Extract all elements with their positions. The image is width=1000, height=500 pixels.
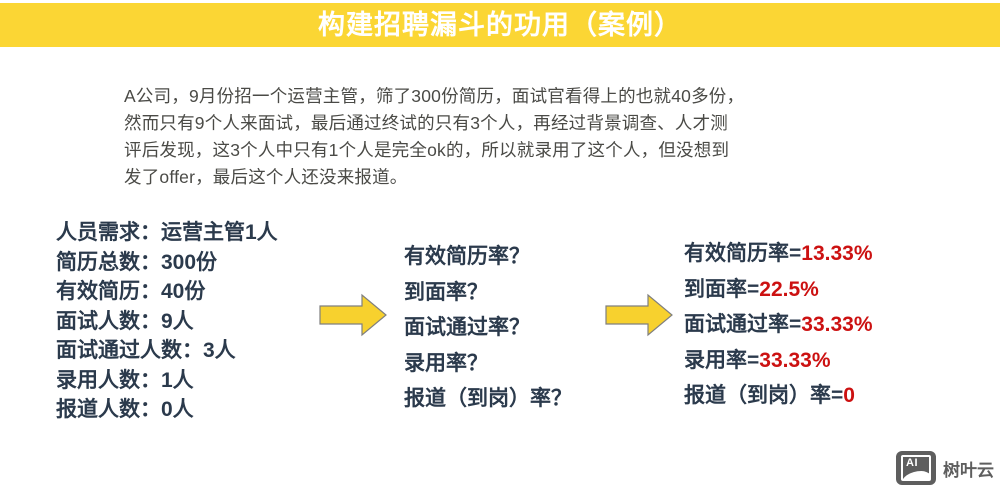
intro-line: 评后发现，这3个人中只有1个人是完全ok的，所以就录用了这个人，但没想到 (124, 140, 730, 160)
list-item: 录用人数：1人 (56, 368, 194, 392)
answer-value: 33.33% (801, 313, 873, 336)
list-item: 有效简历率？ (404, 245, 530, 268)
ai-image-icon-frame: AI (901, 455, 931, 481)
list-item: 面试人数：9人 (56, 309, 194, 333)
intro-line: 发了offer，最后这个人还没来报道。 (124, 167, 408, 187)
list-item: 人员需求：运营主管1人 (56, 221, 278, 244)
list-item: 录用率=33.33% (684, 343, 873, 379)
list-item: 报道（到岗）率=0 (684, 378, 873, 414)
list-item: 面试通过率？ (404, 316, 530, 339)
answer-value: 13.33% (801, 242, 873, 265)
recruitment-facts-list: 人员需求：运营主管1人 简历总数：300份 有效简历：40份 面试人数：9人 面… (56, 218, 278, 425)
watermark-text: 树叶云 (943, 460, 994, 480)
answer-label: 面试通过率= (684, 313, 802, 336)
list-item: 面试通过人数：3人 (56, 339, 236, 362)
ratio-answers-list: 有效简历率=13.33% 到面率=22.5% 面试通过率=33.33% 录用率=… (684, 236, 873, 414)
answer-value: 0 (843, 384, 855, 407)
answer-label: 录用率= (684, 348, 760, 372)
intro-line: A公司，9月份招一个运营主管，筛了300份简历，面试官看得上的也就40多份， (124, 86, 745, 106)
ai-image-icon: AI (896, 451, 936, 485)
intro-line: 然而只有9个人来面试，最后通过终试的只有3个人，再经过背景调查、人才测 (124, 113, 728, 133)
list-item: 到面率=22.5% (684, 272, 873, 308)
list-item: 面试通过率=33.33% (684, 307, 873, 343)
ai-image-icon-label: AI (906, 457, 918, 469)
list-item: 报道（到岗）率？ (404, 387, 572, 410)
page-title: 构建招聘漏斗的功用（案例） (318, 9, 682, 40)
list-item: 有效简历：40份 (56, 280, 206, 303)
answer-label: 有效简历率= (684, 242, 802, 265)
ratio-questions-list: 有效简历率？ 到面率？ 面试通过率？ 录用率？ 报道（到岗）率？ (404, 239, 572, 417)
list-item: 报道人数：0人 (56, 398, 194, 421)
arrow-facts-to-questions-icon (318, 292, 388, 343)
list-item: 简历总数：300份 (56, 250, 218, 274)
ai-image-icon-hill (903, 471, 929, 479)
answer-value: 33.33% (759, 348, 831, 372)
list-item: 有效简历率=13.33% (684, 236, 873, 272)
list-item: 到面率？ (404, 280, 488, 304)
intro-paragraph: A公司，9月份招一个运营主管，筛了300份简历，面试官看得上的也就40多份， 然… (124, 83, 864, 191)
watermark: AI 树叶云 (896, 451, 994, 485)
list-item: 录用率？ (404, 351, 488, 375)
slide-title-bar: 构建招聘漏斗的功用（案例） (0, 3, 1000, 47)
answer-label: 报道（到岗）率= (684, 384, 844, 407)
arrow-questions-to-answers-icon (604, 292, 674, 343)
answer-value: 22.5% (759, 277, 819, 301)
answer-label: 到面率= (684, 277, 760, 301)
